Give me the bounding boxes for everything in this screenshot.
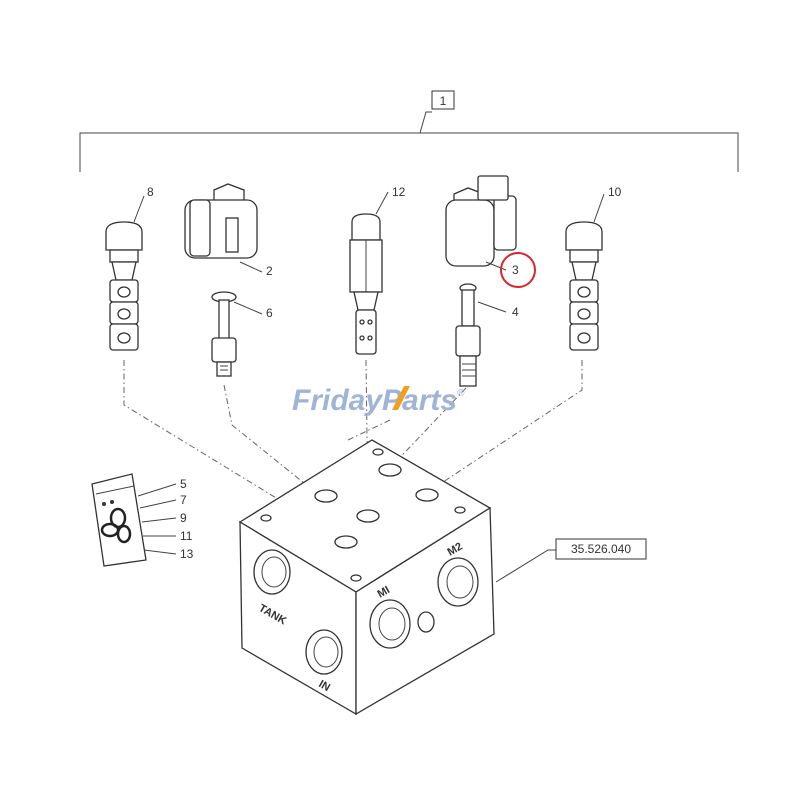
reference-box xyxy=(555,538,647,560)
callout-10: 10 xyxy=(608,185,622,199)
part-8-cartridge: 8 xyxy=(105,185,154,351)
part-3-solenoid-coil: 3 xyxy=(445,175,536,288)
valve-block: TANK MI M2 IN xyxy=(238,439,495,716)
callout-1: 1 xyxy=(440,94,447,108)
callout-5: 5 xyxy=(180,477,187,491)
reference-number: 35.526.040 xyxy=(571,542,631,556)
seal-kit-bag: 5 7 9 11 13 xyxy=(91,473,194,567)
part-12-relief-valve: 12 xyxy=(349,185,406,355)
part-6-valve-stem: 6 xyxy=(211,291,273,377)
callout-13: 13 xyxy=(180,547,194,561)
part-4-valve-stem: 4 xyxy=(455,283,519,387)
callout-2: 2 xyxy=(266,264,273,278)
callout-11: 11 xyxy=(180,529,193,543)
watermark-brand-a: Friday xyxy=(292,384,383,417)
port-label-in: IN xyxy=(317,678,333,694)
part-10-cartridge: 10 xyxy=(565,185,622,351)
watermark-logo: FridayParts® xyxy=(292,384,465,417)
watermark-text: FridayParts® xyxy=(292,384,465,417)
callout-box-1 xyxy=(431,90,455,110)
watermark-accent-icon xyxy=(392,386,410,410)
assembly-bracket: 1 xyxy=(79,90,739,172)
assembly-leader-lines xyxy=(123,359,583,541)
watermark-brand-b: Parts xyxy=(382,384,457,417)
watermark-registered: ® xyxy=(457,388,465,399)
callout-9: 9 xyxy=(180,511,187,525)
callout-6: 6 xyxy=(266,306,273,320)
callout-4: 4 xyxy=(512,305,519,319)
callout-12: 12 xyxy=(392,185,406,199)
callout-7: 7 xyxy=(180,493,187,507)
highlight-circle xyxy=(500,252,536,288)
reference-callout: 35.526.040 xyxy=(495,538,647,583)
part-2-solenoid-coil: 2 xyxy=(184,183,273,278)
port-label-m1: MI xyxy=(376,584,393,601)
callout-8: 8 xyxy=(147,185,154,199)
callout-3: 3 xyxy=(512,263,519,277)
